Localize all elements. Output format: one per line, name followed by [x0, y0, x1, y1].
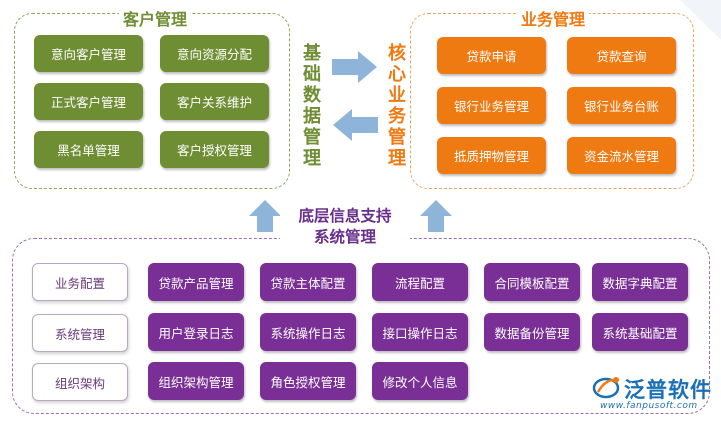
customer-item-blacklist[interactable]: 黑名单管理: [34, 131, 143, 168]
side-item-system-management[interactable]: 系统管理: [32, 314, 128, 352]
fanpu-logo-icon: [592, 377, 620, 399]
arrow-left-icon: [333, 109, 378, 141]
business-item-bank-ledger[interactable]: 银行业务台账: [567, 87, 676, 124]
arrow-right-icon: [332, 51, 377, 83]
support-item-loan-product[interactable]: 贷款产品管理: [148, 263, 244, 301]
business-item-loan-query[interactable]: 贷款查询: [567, 37, 676, 74]
customer-item-relationship[interactable]: 客户关系维护: [160, 83, 269, 120]
support-item-data-backup[interactable]: 数据备份管理: [484, 313, 580, 351]
basic-data-management-label: 基 础 数 据 管 理: [303, 43, 321, 169]
logo-name: 泛普软件: [624, 378, 712, 402]
support-panel-title: 底层信息支持 系统管理: [280, 206, 410, 248]
support-item-data-dictionary[interactable]: 数据字典配置: [592, 263, 688, 301]
business-item-bank-business[interactable]: 银行业务管理: [437, 87, 546, 124]
business-panel-title: 业务管理: [517, 6, 590, 30]
corner-decoration-icon: [680, 0, 721, 40]
support-item-workflow-config[interactable]: 流程配置: [372, 263, 468, 301]
customer-item-authorization[interactable]: 客户授权管理: [160, 131, 269, 168]
support-item-basic-config[interactable]: 系统基础配置: [592, 313, 688, 351]
support-item-interface-log[interactable]: 接口操作日志: [372, 313, 468, 351]
support-item-loan-subject[interactable]: 贷款主体配置: [260, 263, 356, 301]
customer-item-resource-allocation[interactable]: 意向资源分配: [160, 35, 269, 72]
logo-url: www.fanpusoft.com: [600, 401, 698, 411]
business-item-collateral[interactable]: 抵质押物管理: [437, 137, 546, 174]
business-item-loan-application[interactable]: 贷款申请: [437, 37, 546, 74]
support-item-contract-template[interactable]: 合同模板配置: [484, 263, 580, 301]
support-item-edit-profile[interactable]: 修改个人信息: [372, 362, 468, 400]
support-item-login-log[interactable]: 用户登录日志: [148, 313, 244, 351]
customer-item-intent[interactable]: 意向客户管理: [34, 35, 143, 72]
side-item-business-config[interactable]: 业务配置: [32, 263, 128, 301]
support-item-operation-log[interactable]: 系统操作日志: [260, 313, 356, 351]
side-item-org-structure[interactable]: 组织架构: [32, 363, 128, 401]
support-item-org-management[interactable]: 组织架构管理: [148, 362, 244, 400]
arrow-up-left-icon: [249, 200, 281, 232]
business-item-fund-flow[interactable]: 资金流水管理: [567, 137, 676, 174]
arrow-up-right-icon: [420, 200, 452, 232]
support-item-role-authorization[interactable]: 角色授权管理: [260, 362, 356, 400]
customer-item-formal[interactable]: 正式客户管理: [34, 83, 143, 120]
customer-panel-title: 客户管理: [119, 6, 192, 30]
core-business-management-label: 核 心 业 务 管 理: [388, 43, 406, 169]
